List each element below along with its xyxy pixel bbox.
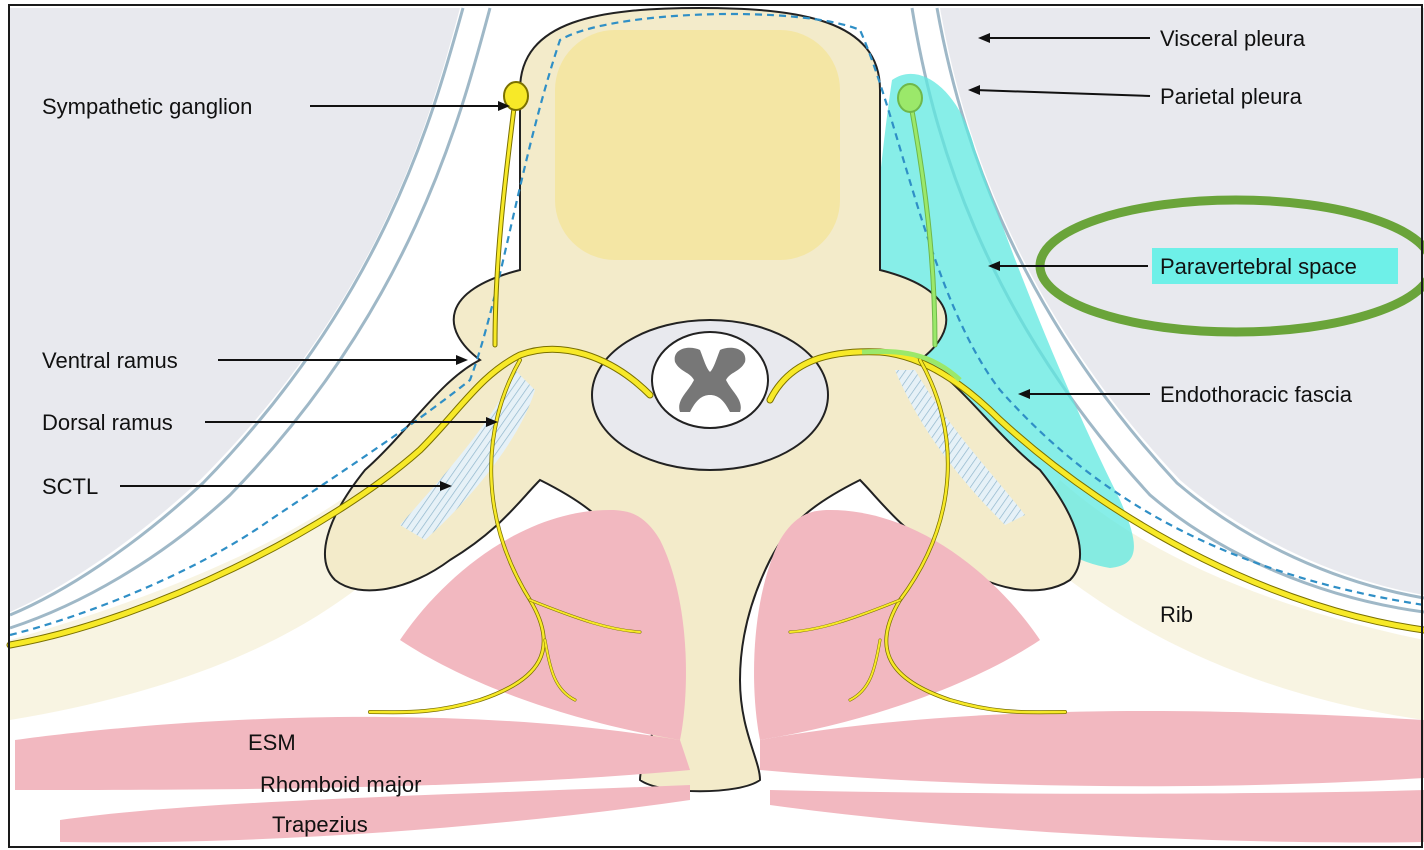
vertebral-body-core: [555, 30, 840, 260]
label-rhomboid-major: Rhomboid major: [260, 772, 421, 797]
label-sympathetic-ganglion: Sympathetic ganglion: [42, 94, 252, 119]
label-dorsal-ramus: Dorsal ramus: [42, 410, 173, 435]
label-paravertebral-space: Paravertebral space: [1160, 254, 1357, 279]
label-endothoracic-fascia: Endothoracic fascia: [1160, 382, 1353, 407]
sympathetic-ganglion-right: [898, 84, 922, 112]
label-trapezius: Trapezius: [272, 812, 368, 837]
label-rib: Rib: [1160, 602, 1193, 627]
label-sctl: SCTL: [42, 474, 98, 499]
label-ventral-ramus: Ventral ramus: [42, 348, 178, 373]
label-parietal-pleura: Parietal pleura: [1160, 84, 1303, 109]
label-esm: ESM: [248, 730, 296, 755]
label-visceral-pleura: Visceral pleura: [1160, 26, 1306, 51]
